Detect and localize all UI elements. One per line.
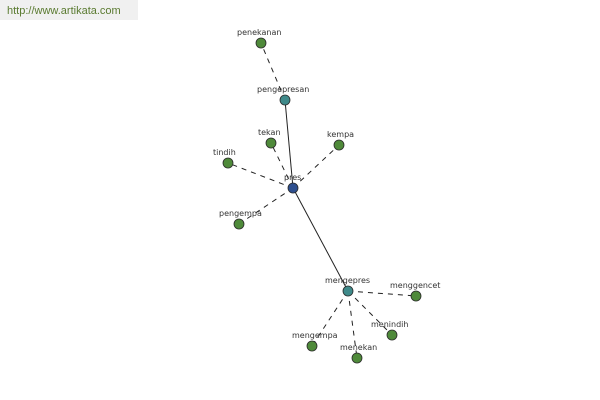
node-dot-menekan[interactable] xyxy=(351,352,363,364)
node-dot-kempa[interactable] xyxy=(333,139,345,151)
node-dot-menindih[interactable] xyxy=(386,329,398,341)
edge-pengepresan-penekanan xyxy=(260,42,286,101)
node-dot-mengempa[interactable] xyxy=(306,340,318,352)
edge-mengepres-menindih xyxy=(347,290,393,336)
node-label-tindih[interactable]: tindih xyxy=(213,148,236,157)
edge-pres-pengepresan xyxy=(284,99,294,189)
node-dot-penekanan[interactable] xyxy=(255,37,267,49)
node-label-menggencet[interactable]: menggencet xyxy=(390,281,440,290)
node-label-mengepres[interactable]: mengepres xyxy=(325,276,370,285)
node-pengempa[interactable]: pengempa xyxy=(219,209,262,230)
source-url-badge[interactable]: http://www.artikata.com xyxy=(0,0,138,20)
node-mengepres[interactable]: mengepres xyxy=(325,276,370,297)
graph-edges xyxy=(227,42,417,359)
node-label-tekan[interactable]: tekan xyxy=(258,128,281,137)
node-pengepresan[interactable]: pengepresan xyxy=(257,85,309,106)
node-pres[interactable]: pres xyxy=(284,173,301,194)
node-label-kempa[interactable]: kempa xyxy=(327,130,354,139)
node-mengempa[interactable]: mengempa xyxy=(292,331,338,352)
node-label-pengepresan[interactable]: pengepresan xyxy=(257,85,309,94)
node-dot-mengepres[interactable] xyxy=(342,285,354,297)
node-penekanan[interactable]: penekanan xyxy=(237,28,281,49)
edge-pres-pengempa xyxy=(238,187,294,225)
edge-mengepres-menekan xyxy=(347,290,358,359)
graph-nodes: pres pengepresan mengepres penekanan tekan ke… xyxy=(213,28,440,364)
node-dot-pengempa[interactable] xyxy=(233,218,245,230)
node-menggencet[interactable]: menggencet xyxy=(390,281,440,302)
node-label-pres[interactable]: pres xyxy=(284,173,301,182)
node-label-mengempa[interactable]: mengempa xyxy=(292,331,338,340)
node-dot-pres[interactable] xyxy=(287,182,299,194)
node-dot-menggencet[interactable] xyxy=(410,290,422,302)
node-label-penekanan[interactable]: penekanan xyxy=(237,28,281,37)
edge-pres-tindih xyxy=(227,162,294,189)
edge-mengepres-menggencet xyxy=(347,290,417,297)
node-kempa[interactable]: kempa xyxy=(327,130,354,151)
edge-pres-kempa xyxy=(292,144,340,189)
node-dot-tekan[interactable] xyxy=(265,137,277,149)
edge-mengepres-mengempa xyxy=(311,290,349,347)
edge-pres-tekan xyxy=(270,142,294,189)
node-label-pengempa[interactable]: pengempa xyxy=(219,209,262,218)
node-menekan[interactable]: menekan xyxy=(340,343,377,364)
node-label-menindih[interactable]: menindih xyxy=(371,320,408,329)
node-dot-pengepresan[interactable] xyxy=(279,94,291,106)
node-tindih[interactable]: tindih xyxy=(213,148,236,169)
node-menindih[interactable]: menindih xyxy=(371,320,408,341)
edge-pres-mengepres xyxy=(292,187,349,292)
node-label-menekan[interactable]: menekan xyxy=(340,343,377,352)
node-tekan[interactable]: tekan xyxy=(258,128,281,149)
node-dot-tindih[interactable] xyxy=(222,157,234,169)
